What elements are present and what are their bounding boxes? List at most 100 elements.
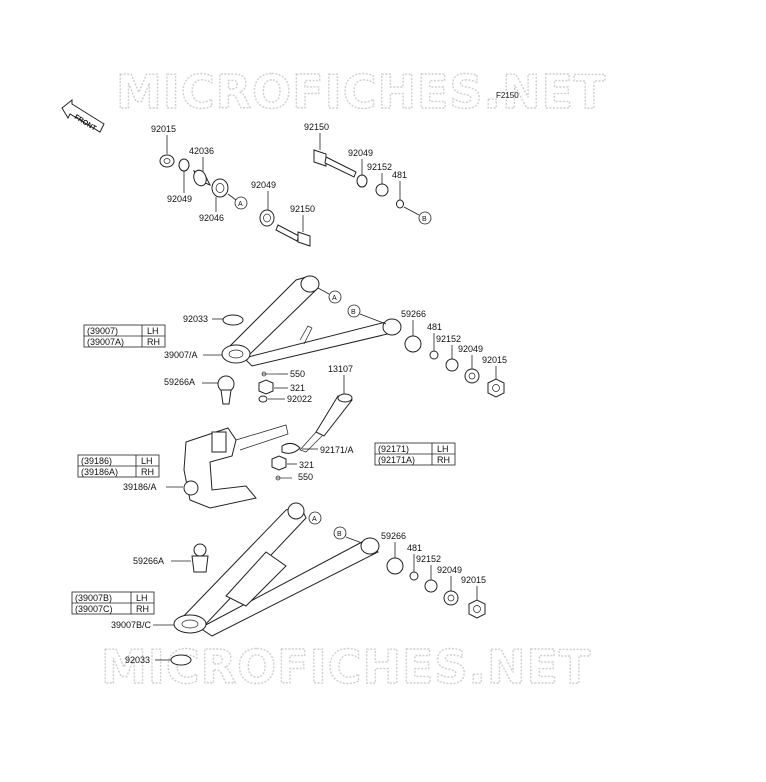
ring-481-top bbox=[396, 199, 404, 209]
ring-481-lower bbox=[409, 571, 419, 581]
label-92049-upper: 92049 bbox=[458, 344, 483, 354]
label-39007-a: 39007/A bbox=[164, 350, 198, 360]
label-481-upper: 481 bbox=[427, 322, 442, 332]
label-59266a-top: 59266A bbox=[164, 377, 195, 387]
label-481-lower: 481 bbox=[407, 543, 422, 553]
clip-92171 bbox=[281, 442, 301, 454]
label-92015-upper: 92015 bbox=[482, 355, 507, 365]
cotter-pin-550-bottom bbox=[275, 475, 292, 481]
label-550-top: 550 bbox=[290, 369, 305, 379]
callout-b-top: B bbox=[418, 211, 432, 225]
svg-text:(39007A): (39007A) bbox=[87, 337, 124, 347]
svg-text:LH: LH bbox=[136, 593, 148, 603]
seal-92033-top bbox=[222, 314, 244, 326]
bolt-92150-top bbox=[313, 149, 357, 178]
castle-nut-321-top bbox=[258, 379, 274, 395]
lower-a-arm bbox=[173, 502, 380, 637]
label-92152-lower: 92152 bbox=[416, 554, 441, 564]
washer-92049-top-right bbox=[356, 174, 368, 188]
table-39186: (39186) LH (39186A) RH bbox=[77, 454, 160, 478]
label-92049-top-right: 92049 bbox=[348, 148, 373, 158]
svg-text:A: A bbox=[238, 201, 243, 208]
svg-text:(39186A): (39186A) bbox=[81, 467, 118, 477]
collar-92152-upper bbox=[445, 358, 459, 372]
svg-text:LH: LH bbox=[437, 444, 449, 454]
collar-92152-lower bbox=[424, 579, 438, 593]
washer-92049-lower bbox=[443, 590, 459, 606]
callout-a-top: A bbox=[234, 196, 248, 210]
washer-92049-top-mid bbox=[259, 209, 275, 227]
ball-joint-upper bbox=[217, 375, 235, 405]
svg-text:B: B bbox=[422, 216, 427, 223]
ring-481-upper bbox=[429, 350, 439, 360]
svg-text:(92171A): (92171A) bbox=[378, 455, 415, 465]
steering-knuckle bbox=[183, 424, 289, 509]
nut-92015-lower bbox=[468, 599, 486, 619]
bolt-92150-mid bbox=[275, 224, 311, 247]
table-39007b: (39007B) LH (39007C) RH bbox=[71, 591, 155, 615]
svg-text:LH: LH bbox=[147, 326, 159, 336]
knuckle-bore bbox=[183, 480, 199, 496]
label-59266-lower: 59266 bbox=[381, 531, 406, 541]
label-13107: 13107 bbox=[328, 364, 353, 374]
figure-code: F2150 bbox=[496, 91, 519, 100]
label-92033-top: 92033 bbox=[183, 314, 208, 324]
label-92152-top: 92152 bbox=[367, 162, 392, 172]
washer-92049-top-left bbox=[178, 158, 190, 172]
nut-92015-top bbox=[159, 154, 175, 168]
bushing-59266-upper bbox=[404, 335, 422, 353]
label-321-top: 321 bbox=[290, 383, 305, 393]
label-42036: 42036 bbox=[189, 146, 214, 156]
svg-text:LH: LH bbox=[141, 456, 153, 466]
label-92015-lower: 92015 bbox=[461, 575, 486, 585]
collar-92152-top bbox=[375, 183, 389, 197]
label-321-bottom: 321 bbox=[299, 460, 314, 470]
label-92022: 92022 bbox=[287, 394, 312, 404]
svg-text:B: B bbox=[351, 309, 356, 316]
label-92171a: 92171/A bbox=[320, 445, 354, 455]
bushing-92046 bbox=[211, 178, 229, 198]
svg-text:B: B bbox=[337, 531, 342, 538]
bushing-59266-lower bbox=[386, 557, 404, 575]
front-arrow-icon: FRONT bbox=[61, 98, 105, 133]
svg-text:RH: RH bbox=[141, 467, 154, 477]
ball-joint-lower bbox=[191, 543, 209, 573]
svg-text:(39007): (39007) bbox=[87, 326, 118, 336]
label-59266-upper: 59266 bbox=[401, 309, 426, 319]
svg-text:(39186): (39186) bbox=[81, 456, 112, 466]
watermark-bottom: MICROFICHES.NET bbox=[101, 640, 591, 694]
label-550-bottom: 550 bbox=[298, 472, 313, 482]
label-39186a: 39186/A bbox=[123, 482, 157, 492]
svg-text:(39007B): (39007B) bbox=[75, 593, 112, 603]
table-39007: (39007) LH (39007A) RH bbox=[83, 324, 166, 348]
label-92049-lower: 92049 bbox=[437, 565, 462, 575]
svg-text:(39007C): (39007C) bbox=[75, 604, 113, 614]
svg-text:(92171): (92171) bbox=[378, 444, 409, 454]
upper-a-arm bbox=[221, 275, 402, 367]
label-92152-upper: 92152 bbox=[436, 334, 461, 344]
svg-text:RH: RH bbox=[147, 337, 160, 347]
svg-text:RH: RH bbox=[136, 604, 149, 614]
castle-nut-321-bottom bbox=[271, 455, 287, 471]
label-92033-bottom: 92033 bbox=[125, 655, 150, 665]
svg-text:A: A bbox=[332, 295, 337, 302]
nut-92015-upper bbox=[487, 378, 505, 398]
svg-text:RH: RH bbox=[437, 455, 450, 465]
label-92049-top-left: 92049 bbox=[167, 194, 192, 204]
table-92171: (92171) LH (92171A) RH bbox=[374, 442, 456, 466]
label-39007bc: 39007B/C bbox=[111, 620, 152, 630]
svg-text:A: A bbox=[312, 516, 317, 523]
spindle-13107 bbox=[299, 393, 353, 453]
label-59266a-bottom: 59266A bbox=[133, 556, 164, 566]
label-481-top: 481 bbox=[392, 170, 407, 180]
label-92046: 92046 bbox=[199, 213, 224, 223]
cotter-pin-550-top bbox=[261, 371, 278, 377]
callout-a-lower: A bbox=[308, 511, 322, 525]
collar-42036 bbox=[192, 169, 212, 187]
label-92015-top: 92015 bbox=[151, 124, 176, 134]
label-92150-mid: 92150 bbox=[290, 204, 315, 214]
label-92049-top-mid: 92049 bbox=[251, 180, 276, 190]
label-92150-top: 92150 bbox=[304, 122, 329, 132]
seal-92033-bottom bbox=[170, 654, 192, 666]
